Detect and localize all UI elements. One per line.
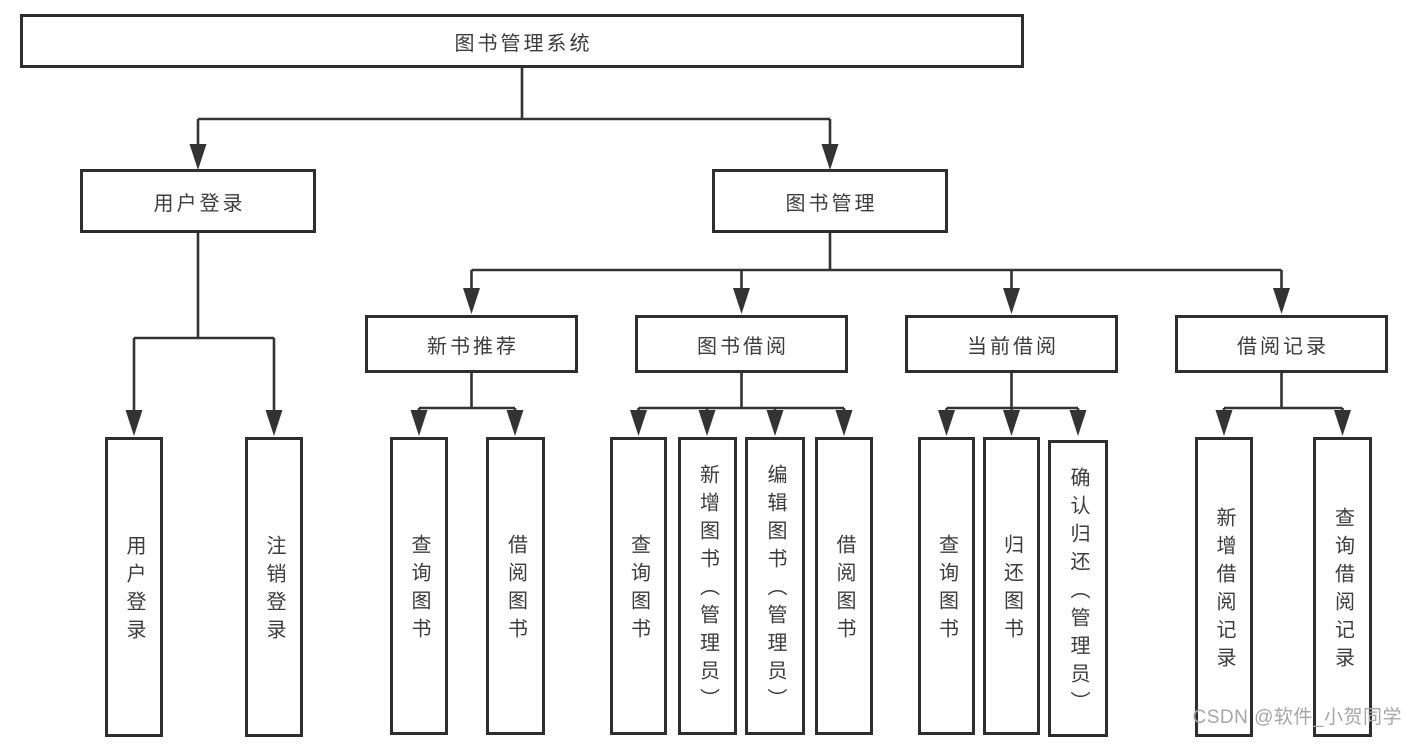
leaf-logout: 注销登录 xyxy=(245,437,303,737)
leaf-add-book-admin-label: 新增图书（管理员） xyxy=(696,464,719,716)
node-book-management-label: 图书管理 xyxy=(785,192,878,215)
leaf-return-book-label: 归还图书 xyxy=(1000,534,1023,646)
leaf-user-login-label: 用户登录 xyxy=(123,535,145,647)
node-user-login-label: 用户登录 xyxy=(153,192,246,215)
leaf-add-book-admin: 新增图书（管理员） xyxy=(678,437,737,735)
leaf-add-borrow-record: 新增借阅记录 xyxy=(1195,437,1253,737)
node-new-book-recommend-label: 新书推荐 xyxy=(427,335,519,358)
leaf-return-book: 归还图书 xyxy=(983,437,1040,735)
leaf-user-login: 用户登录 xyxy=(105,437,163,737)
leaf-query-borrow-record-label: 查询借阅记录 xyxy=(1331,507,1354,675)
leaf-query-book-3-label: 查询图书 xyxy=(935,534,958,646)
leaf-query-book-1-label: 查询图书 xyxy=(408,534,430,646)
leaf-edit-book-admin: 编辑图书（管理员） xyxy=(745,437,805,735)
leaf-borrow-book-2-label: 借阅图书 xyxy=(833,534,855,646)
leaf-query-book-2-label: 查询图书 xyxy=(627,534,650,646)
node-current-borrow-label: 当前借阅 xyxy=(967,335,1059,358)
arrowhead-icons xyxy=(125,144,1351,436)
node-book-borrow-label: 图书借阅 xyxy=(697,335,789,358)
csdn-watermark: CSDN @软件_小贺同学 xyxy=(1192,707,1402,728)
node-book-management: 图书管理 xyxy=(712,169,948,233)
leaf-confirm-return-admin: 确认归还（管理员） xyxy=(1048,440,1108,737)
node-borrow-records: 借阅记录 xyxy=(1175,315,1388,373)
node-borrow-records-label: 借阅记录 xyxy=(1237,335,1329,358)
leaf-logout-label: 注销登录 xyxy=(263,535,285,647)
node-root: 图书管理系统 xyxy=(20,14,1024,68)
node-user-login: 用户登录 xyxy=(80,169,316,233)
node-root-label: 图书管理系统 xyxy=(454,32,593,55)
node-new-book-recommend: 新书推荐 xyxy=(365,315,578,373)
leaf-query-borrow-record: 查询借阅记录 xyxy=(1313,437,1372,737)
leaf-query-book-2: 查询图书 xyxy=(610,437,667,735)
node-book-borrow: 图书借阅 xyxy=(635,315,848,373)
node-current-borrow: 当前借阅 xyxy=(905,315,1118,373)
leaf-confirm-return-admin-label: 确认归还（管理员） xyxy=(1067,466,1089,719)
leaf-edit-book-admin-label: 编辑图书（管理员） xyxy=(764,464,786,716)
leaf-borrow-book-2: 借阅图书 xyxy=(815,437,873,735)
leaf-borrow-book-1-label: 借阅图书 xyxy=(504,534,527,646)
leaf-add-borrow-record-label: 新增借阅记录 xyxy=(1213,507,1235,675)
leaf-query-book-3: 查询图书 xyxy=(918,437,975,735)
leaf-borrow-book-1: 借阅图书 xyxy=(486,437,545,735)
leaf-query-book-1: 查询图书 xyxy=(390,437,448,735)
